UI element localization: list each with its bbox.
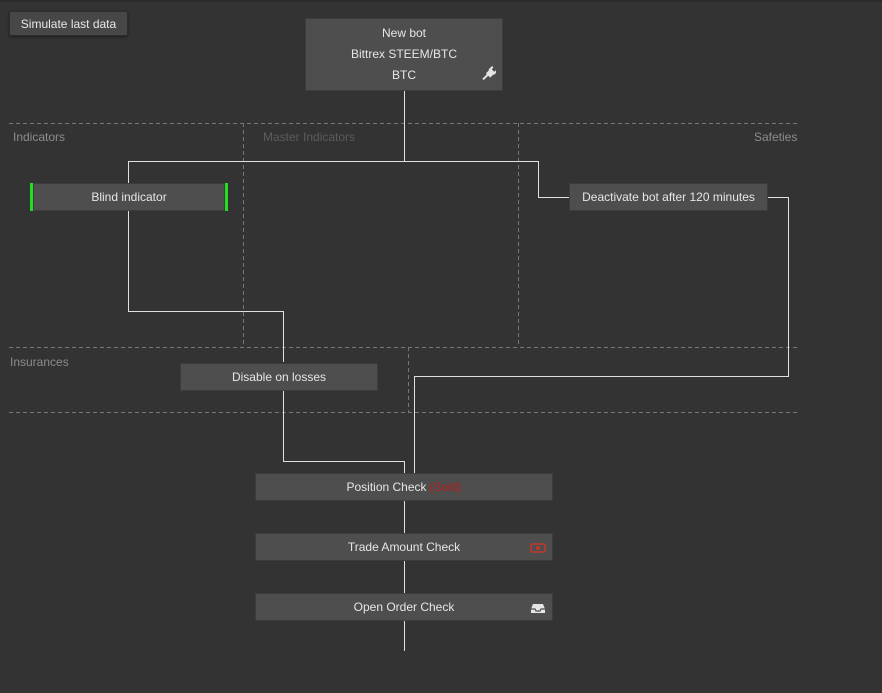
bot-currency: BTC xyxy=(392,68,416,82)
trade-amount-check-label: Trade Amount Check xyxy=(347,540,461,554)
wire-split xyxy=(128,161,569,198)
zone-label-safeties: Safeties xyxy=(754,130,798,144)
plug-icon[interactable] xyxy=(480,66,496,82)
wire-indicator-to-insurance xyxy=(128,211,284,362)
deactivate-bot-node[interactable]: Deactivate bot after 120 minutes xyxy=(569,183,768,211)
blind-indicator-node[interactable]: Blind indicator xyxy=(33,183,225,211)
inbox-icon xyxy=(531,604,545,613)
zone-label-master-indicators: Master Indicators xyxy=(263,130,356,144)
bot-node[interactable]: New bot Bittrex STEEM/BTC BTC xyxy=(305,18,503,91)
position-check-label: Position Check xyxy=(346,480,427,494)
bot-market: Bittrex STEEM/BTC xyxy=(350,47,457,61)
position-status-badge: (Sold) xyxy=(429,480,462,494)
wire-safety-to-position xyxy=(414,197,789,473)
zone-label-indicators: Indicators xyxy=(13,130,66,144)
top-border xyxy=(0,0,882,2)
trade-amount-check-node[interactable]: Trade Amount Check xyxy=(255,533,553,561)
zone-label-insurances: Insurances xyxy=(10,355,69,369)
bot-name: New bot xyxy=(381,26,427,40)
position-check-node[interactable]: Position Check (Sold) xyxy=(255,473,553,501)
simulate-last-data-button[interactable]: Simulate last data xyxy=(9,11,128,36)
open-order-check-node[interactable]: Open Order Check xyxy=(255,593,553,621)
indicator-active-right-bar xyxy=(225,183,228,211)
wire-insurance-to-position xyxy=(283,391,405,473)
money-icon xyxy=(530,543,546,553)
disable-on-losses-node[interactable]: Disable on losses xyxy=(180,363,378,391)
indicator-active-left-bar xyxy=(30,183,33,211)
open-order-check-label: Open Order Check xyxy=(353,600,455,614)
